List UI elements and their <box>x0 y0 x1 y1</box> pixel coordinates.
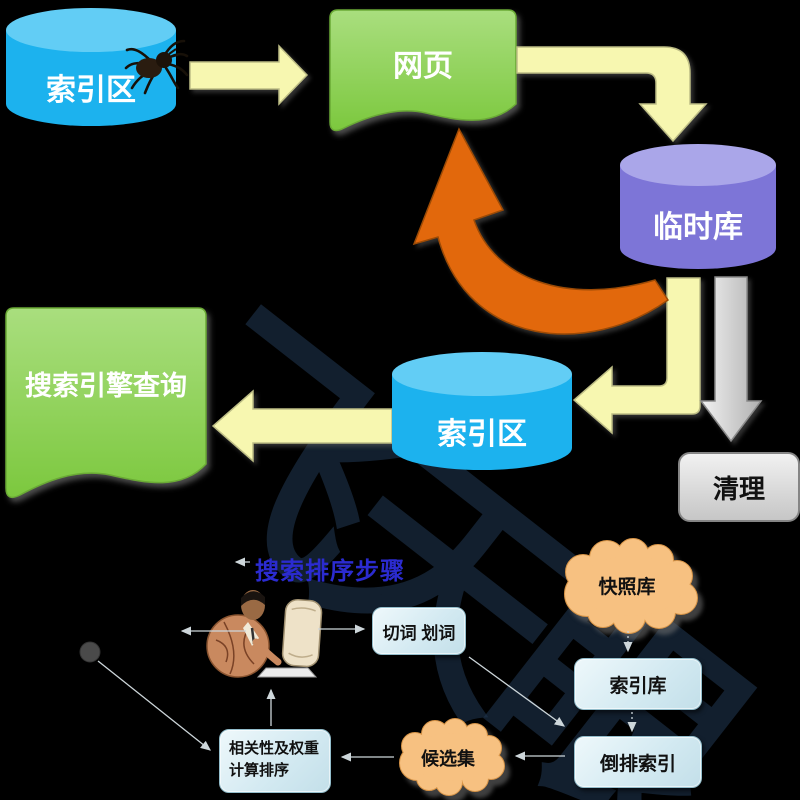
arrow-webpage-to-tempdb <box>516 46 708 143</box>
arrow-tempdb-to-index <box>572 277 701 435</box>
inverted-index-box: 倒排索引 <box>574 736 702 788</box>
relevance-ranking-line1: 相关性及权重 <box>229 740 320 757</box>
arrow-tempdb-to-cleanup <box>699 276 763 443</box>
start-dot <box>79 641 101 663</box>
spider-icon <box>124 39 189 95</box>
snapshot-cloud-shape <box>564 538 698 634</box>
arrow-dot-to-relevance <box>97 660 212 751</box>
index-db-top-cylinder <box>6 8 176 126</box>
index-db-mid-cylinder <box>392 352 572 470</box>
webpage-shape <box>329 9 517 132</box>
arrow-index-to-query <box>211 389 393 463</box>
sort-steps-title: 搜索排序步骤 <box>255 558 405 585</box>
temp-db-cylinder <box>620 144 776 269</box>
search-query-shape <box>5 307 207 499</box>
arrow-tempdb-to-webpage-orange <box>412 127 670 335</box>
relevance-ranking-line2: 计算排序 <box>229 761 290 779</box>
arrow-segment-to-inverted <box>468 656 566 727</box>
arrow-index-to-webpage <box>189 44 309 106</box>
candidate-cloud-shape <box>399 718 505 796</box>
relevance-ranking-box: 相关性及权重 计算排序 <box>219 729 331 793</box>
